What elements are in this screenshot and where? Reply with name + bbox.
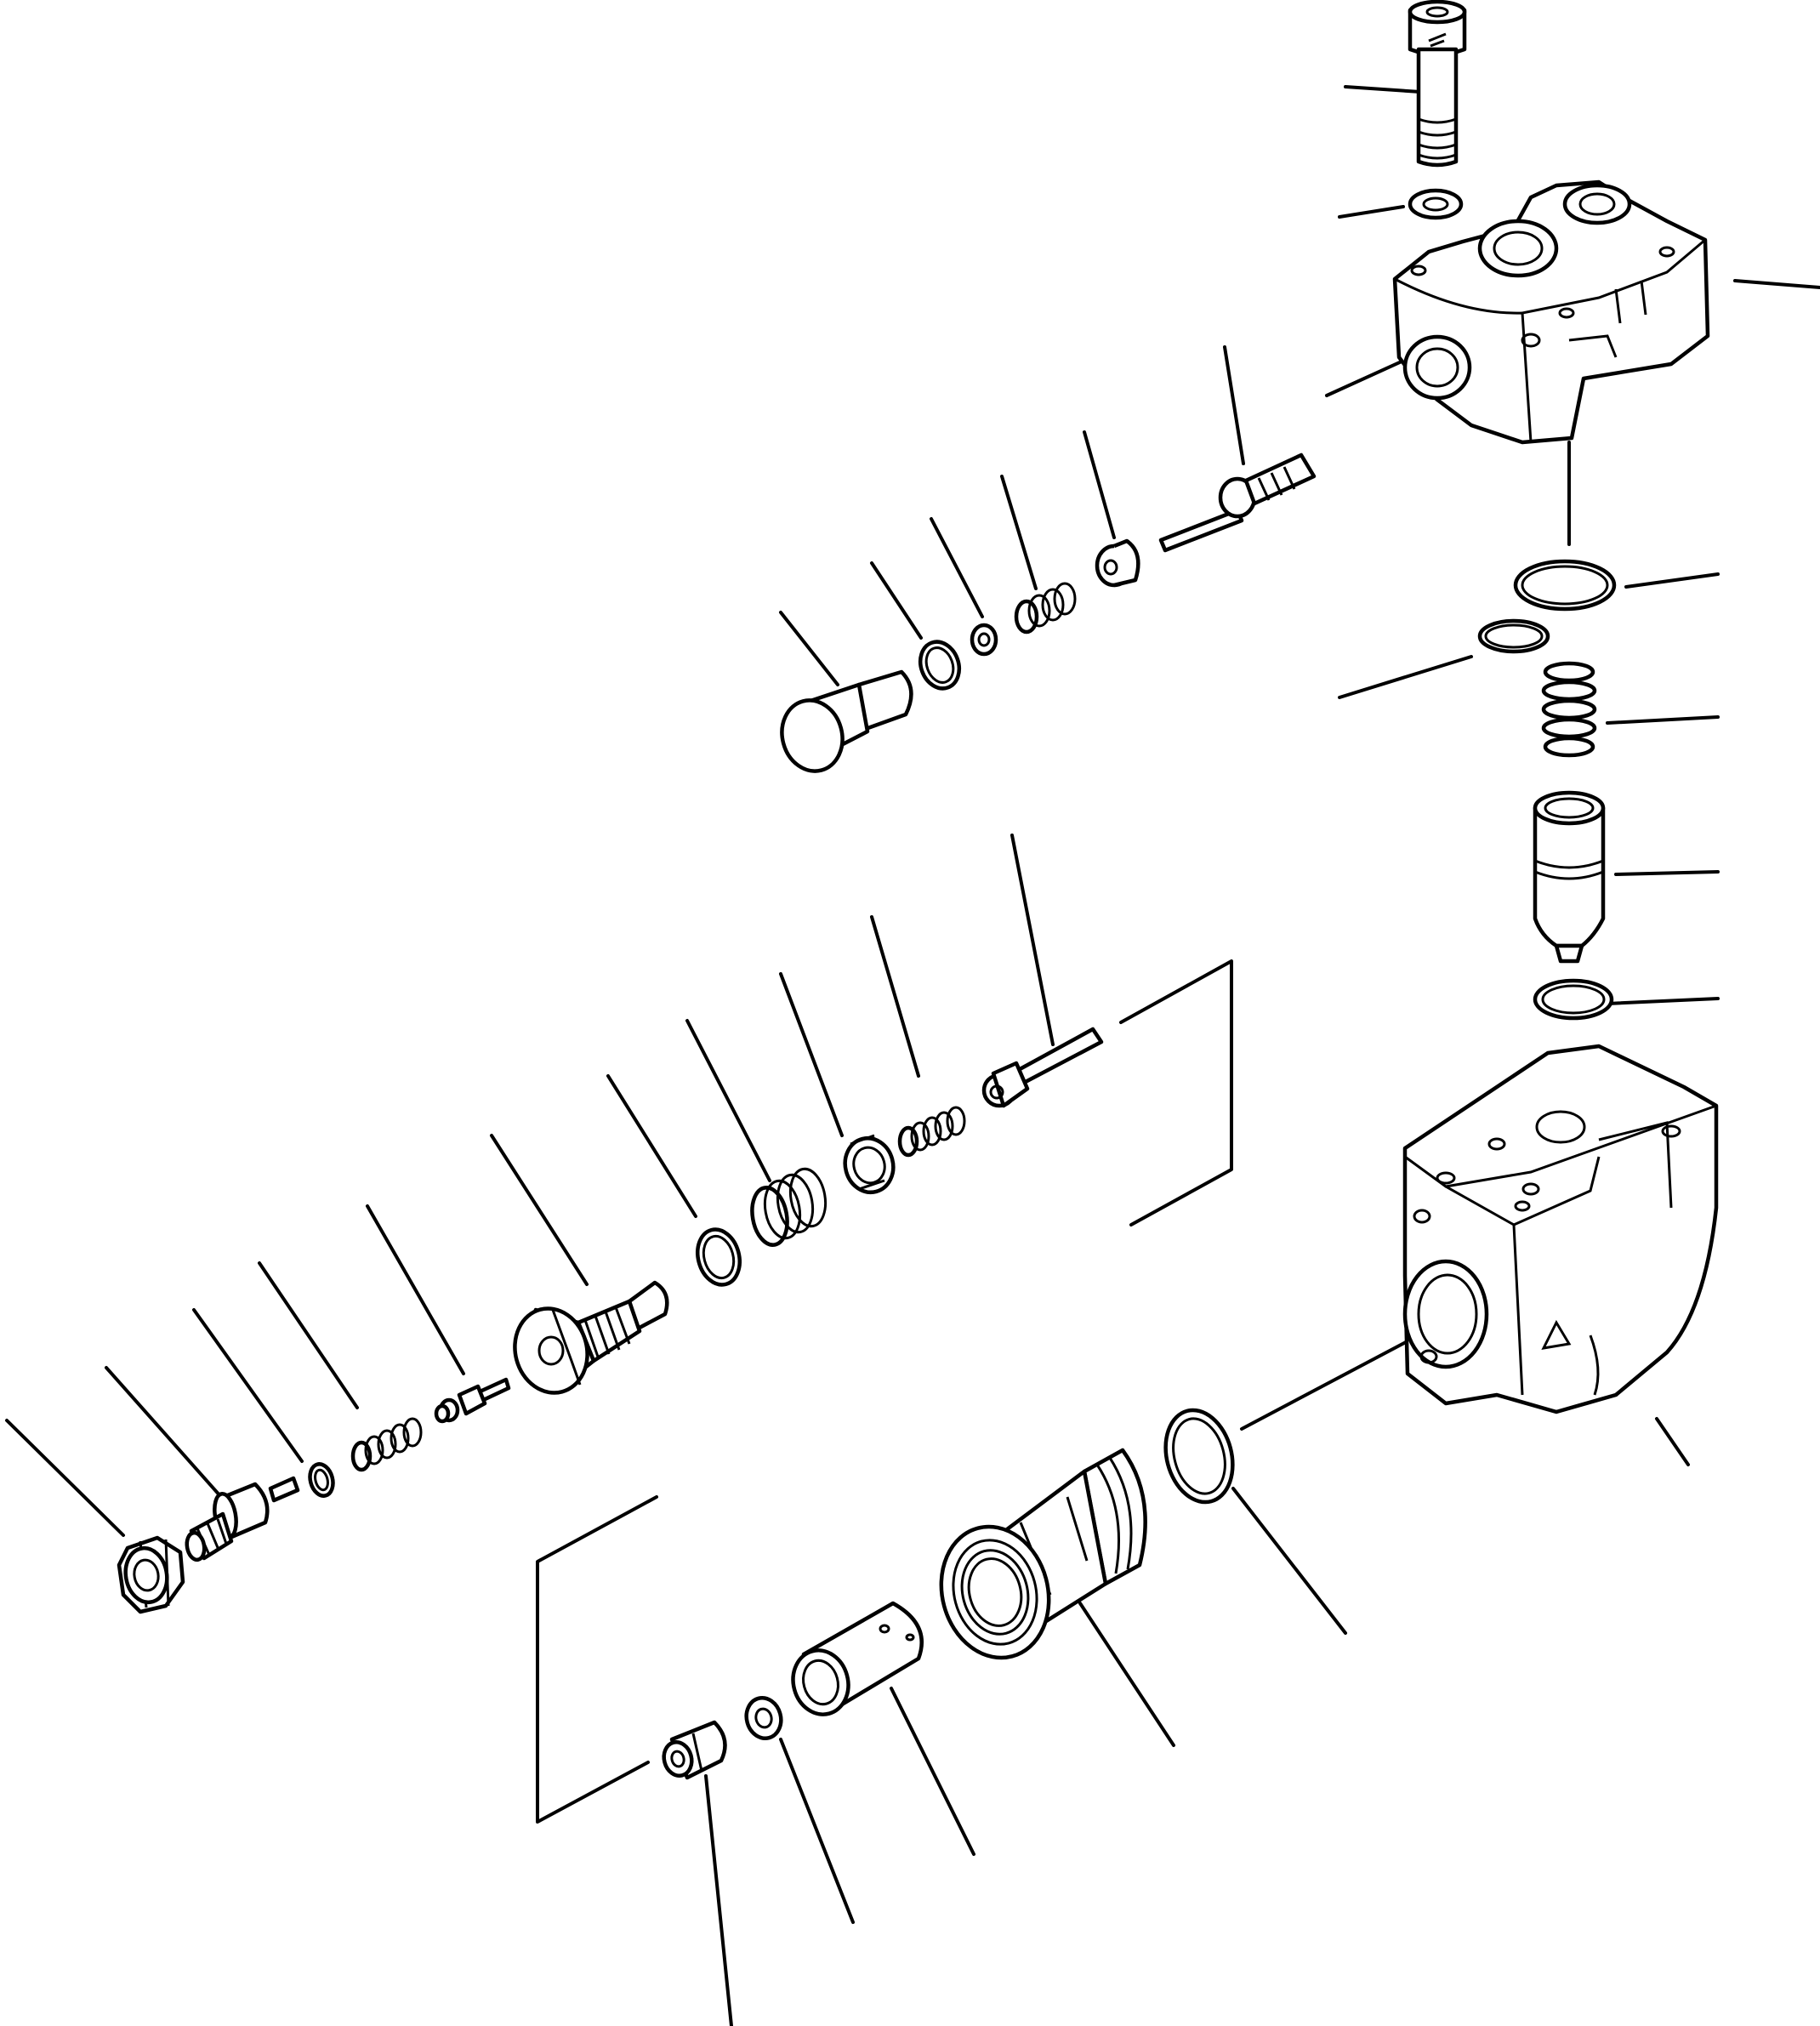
o-ring-adjust: [308, 1462, 335, 1498]
o-ring-main: [696, 1227, 742, 1287]
sleeve: [939, 1448, 1147, 1660]
guide-ring: [843, 1134, 896, 1194]
pin: [981, 1027, 1104, 1108]
lock-nut: [117, 1535, 185, 1614]
small-poppet: [662, 1720, 727, 1780]
pilot-needle: [1158, 452, 1317, 553]
washer: [1408, 188, 1464, 220]
cap-screw: [1408, 0, 1467, 168]
retainer-ring: [744, 1695, 783, 1741]
o-ring-body: [1163, 1408, 1235, 1505]
spring-main: [750, 1167, 828, 1247]
spacer: [970, 623, 998, 657]
lower-valve-body: [1402, 1044, 1719, 1414]
o-ring-small: [918, 640, 962, 691]
leader-lines: [5, 85, 1820, 2026]
needle-lower: [434, 1377, 511, 1424]
spring-main-small: [897, 1106, 966, 1158]
upper-valve-body: [1392, 179, 1710, 445]
spring-small: [1014, 582, 1077, 635]
relief-cartridge: [513, 1280, 669, 1395]
adjusting-screw: [185, 1476, 300, 1562]
piston: [1533, 790, 1606, 964]
o-ring-medium: [1477, 618, 1550, 654]
main-poppet: [791, 1601, 924, 1716]
spring-vertical: [1541, 661, 1597, 758]
spring-adjust: [350, 1417, 423, 1472]
seat: [1095, 538, 1140, 588]
backup-ring: [1533, 978, 1614, 1021]
o-ring-large: [1513, 559, 1617, 612]
plug: [780, 669, 913, 773]
